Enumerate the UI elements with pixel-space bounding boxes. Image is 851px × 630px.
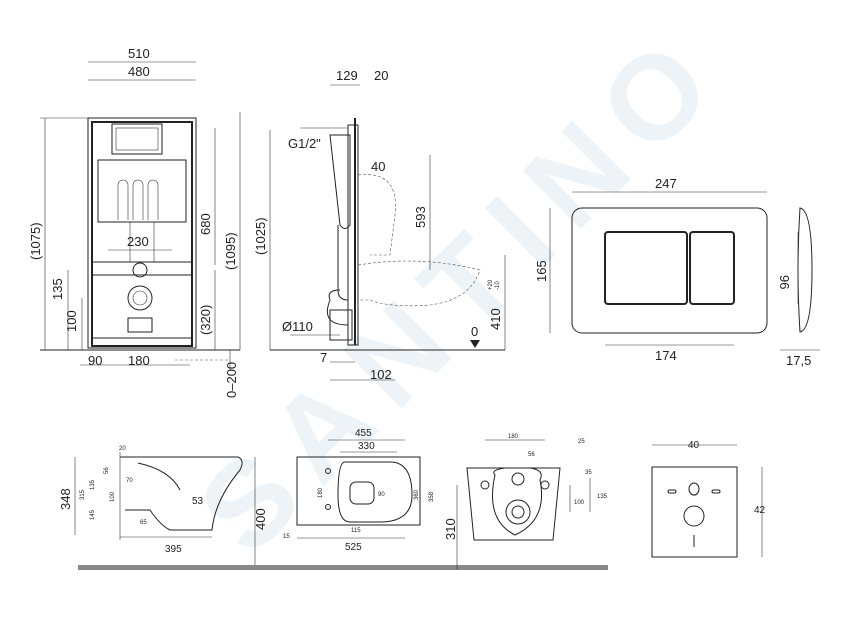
dim-680: 680: [198, 213, 213, 235]
cistern-opening: [111, 123, 163, 155]
dim-1075: (1075): [28, 222, 43, 260]
dim-180: 180: [318, 487, 324, 498]
dim-20: 20: [374, 68, 388, 83]
bowl-rear-view: 180 56 25 35 100 135 310: [443, 434, 608, 570]
dim-135: 135: [50, 278, 65, 300]
dim-320: (320): [198, 305, 213, 335]
dim-400: 400: [253, 508, 268, 530]
dim-96: 96: [777, 275, 792, 289]
dim-25: 25: [578, 439, 585, 445]
dim-230: 230: [127, 234, 149, 249]
dim-1025: (1025): [253, 217, 268, 255]
dim-56: 56: [104, 467, 110, 474]
floor-marker-icon: [470, 340, 480, 348]
dim-35: 35: [585, 470, 592, 476]
dim-510: 510: [128, 46, 150, 61]
dim-53: 53: [192, 496, 204, 507]
dim-330: 330: [358, 441, 375, 452]
watermark: SANTINO: [174, 3, 750, 579]
dim-180: 180: [128, 353, 150, 368]
dim-7: 7: [320, 350, 327, 365]
dim-174: 174: [655, 348, 677, 363]
dim-395: 395: [165, 544, 182, 555]
dim-40: 40: [688, 440, 700, 451]
thread-g1-2: G1/2": [288, 136, 321, 151]
frame-outline: [87, 117, 197, 349]
dim-455: 455: [355, 428, 372, 439]
dim-358: 358: [429, 491, 435, 502]
tol-minus-10: -10: [495, 281, 501, 290]
dim-525: 525: [345, 542, 362, 553]
dim-100: 100: [64, 310, 79, 332]
bowl-side-view: 348 56 135 145 53 395 400 20 70 65 100 3…: [58, 446, 608, 570]
dim-40: 40: [371, 159, 385, 174]
floor-level-0: 0: [471, 324, 478, 339]
flush-plate: 247 165 96 174 17,5: [534, 176, 820, 368]
dim-42: 42: [754, 505, 766, 516]
dim-56: 56: [528, 452, 535, 458]
dim-100: 100: [110, 491, 116, 502]
dim-20: 20: [119, 446, 126, 452]
dim-310: 310: [443, 518, 458, 540]
dim-247: 247: [655, 176, 677, 191]
dim-165: 165: [534, 260, 549, 282]
dim-410: 410: [488, 308, 503, 330]
dim-100: 100: [574, 500, 585, 506]
soundproof-pad: 40 42: [651, 440, 766, 558]
floor-line: [78, 565, 608, 570]
dim-129: 129: [336, 68, 358, 83]
tol-plus-20: +20: [488, 279, 494, 290]
dim-115: 115: [351, 528, 361, 534]
dim-65: 65: [140, 520, 147, 526]
flush-button-small: [689, 231, 735, 305]
dim-135: 135: [597, 494, 608, 500]
bowl-top-view: 455 330 180 90 360 358 115 525 15: [283, 428, 435, 553]
dim-180: 180: [508, 434, 519, 440]
flush-button-large: [604, 231, 688, 305]
dim-593: 593: [413, 206, 428, 228]
dim-315: 315: [80, 489, 86, 500]
dim-d110: Ø110: [282, 319, 313, 334]
dim-15: 15: [283, 534, 290, 540]
dim-0-200: 0–200: [224, 362, 239, 398]
dim-480: 480: [128, 64, 150, 79]
dim-102: 102: [370, 367, 392, 382]
dim-360: 360: [414, 489, 420, 500]
front-view: 510 480 (1075) 680 (1095) 230 135 100 (3…: [28, 46, 241, 398]
side-view: 129 20 G1/2" 40 (1025) 593 410 +20 -10 Ø…: [253, 68, 506, 382]
dim-145: 145: [90, 509, 96, 520]
dim-348: 348: [58, 488, 73, 510]
dim-135: 135: [90, 479, 96, 490]
dim-70: 70: [126, 478, 133, 484]
dim-17-5: 17,5: [786, 353, 811, 368]
dim-90: 90: [378, 492, 385, 498]
dim-1095: (1095): [223, 232, 238, 270]
dim-90: 90: [88, 353, 102, 368]
